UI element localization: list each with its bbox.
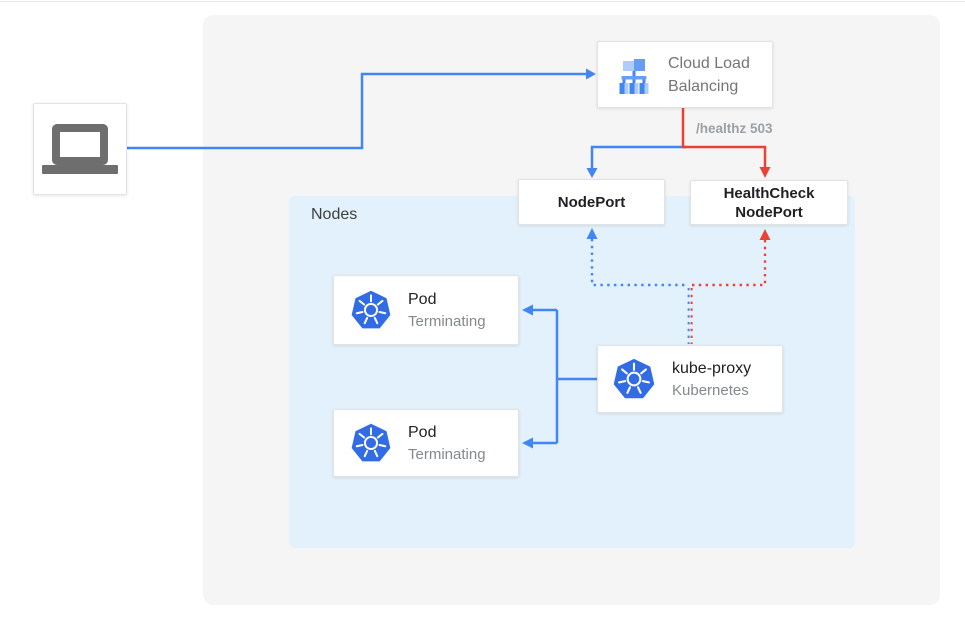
top-divider <box>0 1 965 2</box>
nodeport-label: NodePort <box>557 193 626 211</box>
laptop-icon <box>42 124 118 174</box>
pod-status: Terminating <box>408 445 486 463</box>
cloud-load-balancing-icon <box>619 58 649 94</box>
kube-proxy-subtitle: Kubernetes <box>672 381 749 399</box>
kubernetes-icon <box>351 290 391 329</box>
kubernetes-icon <box>613 358 655 399</box>
pod-title: Pod <box>408 423 437 441</box>
pod-node: Pod Terminating <box>333 409 519 477</box>
healthcheck-nodeport-node: HealthCheck NodePort <box>690 180 848 225</box>
pod-node: Pod Terminating <box>333 275 519 345</box>
cloud-load-balancing-node: Cloud Load Balancing <box>597 41 773 108</box>
kube-proxy-title: kube-proxy <box>672 359 752 377</box>
healthz-status-label: /healthz 503 <box>696 121 773 136</box>
kubernetes-icon <box>351 423 391 462</box>
pod-title: Pod <box>408 290 437 308</box>
healthcheck-nodeport-label: HealthCheck NodePort <box>723 184 815 221</box>
pod-status: Terminating <box>408 312 486 330</box>
nodes-panel-label: Nodes <box>311 206 358 223</box>
nodeport-node: NodePort <box>518 179 665 225</box>
cloud-load-balancing-label: Cloud Load Balancing <box>668 54 750 95</box>
kube-proxy-node: kube-proxy Kubernetes <box>597 345 783 413</box>
client-node <box>33 103 127 195</box>
